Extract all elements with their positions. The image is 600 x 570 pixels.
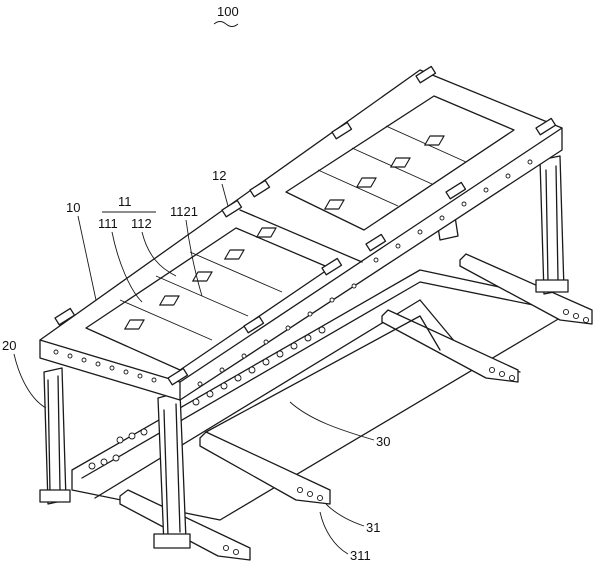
label-1121: 1121 xyxy=(170,204,198,219)
label-112: 112 xyxy=(131,216,152,231)
label-111: 111 xyxy=(98,216,118,231)
edge-holes-front xyxy=(53,349,157,383)
under-holes xyxy=(192,326,326,406)
label-31: 31 xyxy=(366,520,380,535)
label-20: 20 xyxy=(2,338,16,353)
leader-30 xyxy=(289,401,375,441)
leader-10 xyxy=(77,215,97,301)
leader-1121 xyxy=(185,219,203,297)
label-12: 12 xyxy=(212,168,226,183)
leader-12 xyxy=(221,183,229,207)
leg-rear-right xyxy=(535,155,569,295)
positioning-blocks xyxy=(54,65,557,386)
reference-labels: 10 11 111 112 1121 12 20 30 31 311 xyxy=(2,168,390,563)
leader-112 xyxy=(141,231,177,277)
leader-20 xyxy=(13,353,47,409)
cross-arm-mid xyxy=(381,309,519,383)
label-30: 30 xyxy=(376,434,390,449)
label-100-wave xyxy=(213,21,239,27)
cross-arm-rear xyxy=(459,253,593,325)
fixture-plate-right xyxy=(285,95,515,231)
leader-311 xyxy=(319,511,349,555)
label-11: 11 xyxy=(118,194,132,209)
label-100: 100 xyxy=(217,4,239,19)
leader-111 xyxy=(111,231,143,303)
leader-31 xyxy=(325,503,365,527)
leg-front-center xyxy=(153,391,191,549)
label-311: 311 xyxy=(350,548,371,563)
edge-holes-side xyxy=(197,159,533,387)
table-seam xyxy=(239,209,363,263)
label-10: 10 xyxy=(66,200,80,215)
leg-front-left xyxy=(39,367,71,505)
arm-connector-beam xyxy=(205,315,441,433)
